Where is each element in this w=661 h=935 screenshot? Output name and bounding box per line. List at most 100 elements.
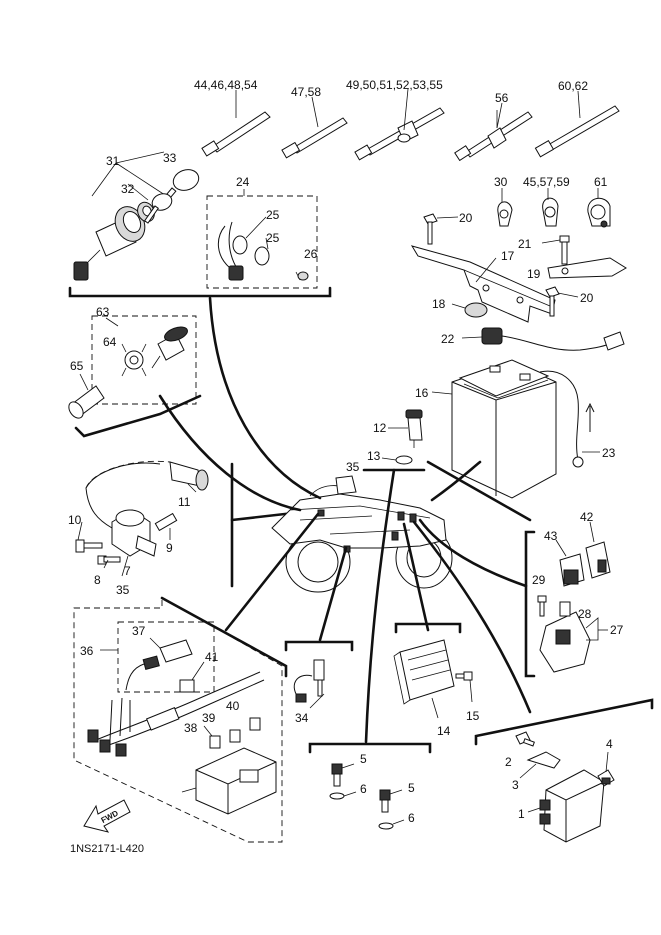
callout-61: 61 [594,175,608,189]
washer-6-upper [329,791,357,800]
cdi-panel [474,698,654,843]
battery-lead-22 [461,327,625,351]
callout-11: 11 [178,495,191,509]
callout-39: 39 [202,711,216,725]
regulator-14 [393,639,455,719]
callout-23: 23 [602,446,616,460]
harness-35 [87,671,265,757]
callout-20a: 20 [459,211,473,225]
callout-9: 9 [166,541,173,555]
callout-38: 38 [184,721,198,735]
battery-bracket [410,245,556,323]
main-switch-panel [68,151,332,298]
callout-25a: 25 [266,208,280,222]
cable-tie-47 [281,117,348,159]
callout-8: 8 [94,573,101,587]
wireharness-panel [73,596,288,843]
bolt-29 [537,595,547,617]
battery-bracket-group [410,188,627,323]
sensor-5-group [308,742,432,830]
washer-13 [381,455,413,465]
cable-tie-group [201,88,620,162]
fuse-box [181,747,277,815]
callout-24: 24 [236,175,250,189]
callout-33: 33 [163,151,177,165]
cdi-unit-1 [527,769,605,843]
fwd-arrow [83,799,131,833]
bolt-21 [541,235,570,265]
drawing-code: 1NS2171-L420 [70,843,144,855]
switch-12-group [362,409,426,472]
heavy-leaders [158,296,532,744]
callout-labels: 44,46,48,54 47,58 49,50,51,52,53,55 56 6… [68,78,624,855]
callout-64: 64 [103,335,117,349]
callout-7: 7 [124,564,131,578]
bolt-15 [455,671,473,703]
callout-3: 3 [512,778,519,792]
callout-56: 56 [495,91,509,105]
fuse-40 [249,717,261,731]
callout-43: 43 [544,529,558,543]
battery-group [426,327,625,522]
socket-cable-65 [68,373,105,419]
callout-27: 27 [610,623,624,637]
callout-60: 60,62 [558,79,588,93]
callout-65: 65 [70,359,84,373]
callout-31: 31 [106,154,120,168]
sensor-5-upper [331,763,355,787]
screw-2 [515,731,535,747]
fuse-38 [203,725,221,749]
collar-9 [154,512,178,532]
bolt-20-lower [545,286,579,317]
callout-63: 63 [96,305,110,319]
cable-tie-56 [454,110,533,162]
lead-wire-box [206,189,318,289]
callout-18: 18 [432,297,446,311]
callout-41: 41 [205,650,219,664]
callout-5b: 5 [408,781,415,795]
callout-32: 32 [121,182,135,196]
callout-1: 1 [518,807,525,821]
bolt-20-upper [423,213,459,245]
callout-6b: 6 [408,811,415,825]
main-switch [73,206,146,281]
relay-43 [555,539,585,587]
sub-wire-37 [125,637,193,691]
socket-64 [121,343,147,377]
switch-11 [85,460,209,493]
callout-37: 37 [132,624,146,638]
relay-panel [524,521,611,678]
sensor-5-lower [379,789,403,813]
callout-14: 14 [437,724,451,738]
callout-35b: 35 [116,583,130,597]
clamp-61 [587,197,611,228]
callout-30: 30 [494,175,508,189]
callout-42: 42 [580,510,594,524]
bolt-10 [75,539,103,553]
clamp-45 [542,197,559,227]
washer-6-lower [378,819,405,830]
callout-16: 16 [415,386,429,400]
regulator-group [393,622,473,719]
callout-4: 4 [606,737,613,751]
atv-vehicle [271,475,453,593]
cable-tie-60 [534,105,620,158]
bolt-8 [97,555,121,565]
callout-15: 15 [466,709,480,723]
connector-4 [597,751,615,787]
battery-cable-23 [539,370,600,468]
socket-panel [68,315,202,438]
callout-17: 17 [501,249,515,263]
callout-22: 22 [441,332,455,346]
cable-tie-44 [201,111,271,157]
callout-10: 10 [68,513,82,527]
switch-12 [388,409,423,448]
sensor-34 [293,659,325,709]
callout-19: 19 [527,267,541,281]
callout-2: 2 [505,755,512,769]
sensor-34-group [284,640,354,709]
relay-27 [539,601,608,673]
callout-12: 12 [373,421,387,435]
callout-6a: 6 [360,782,367,796]
